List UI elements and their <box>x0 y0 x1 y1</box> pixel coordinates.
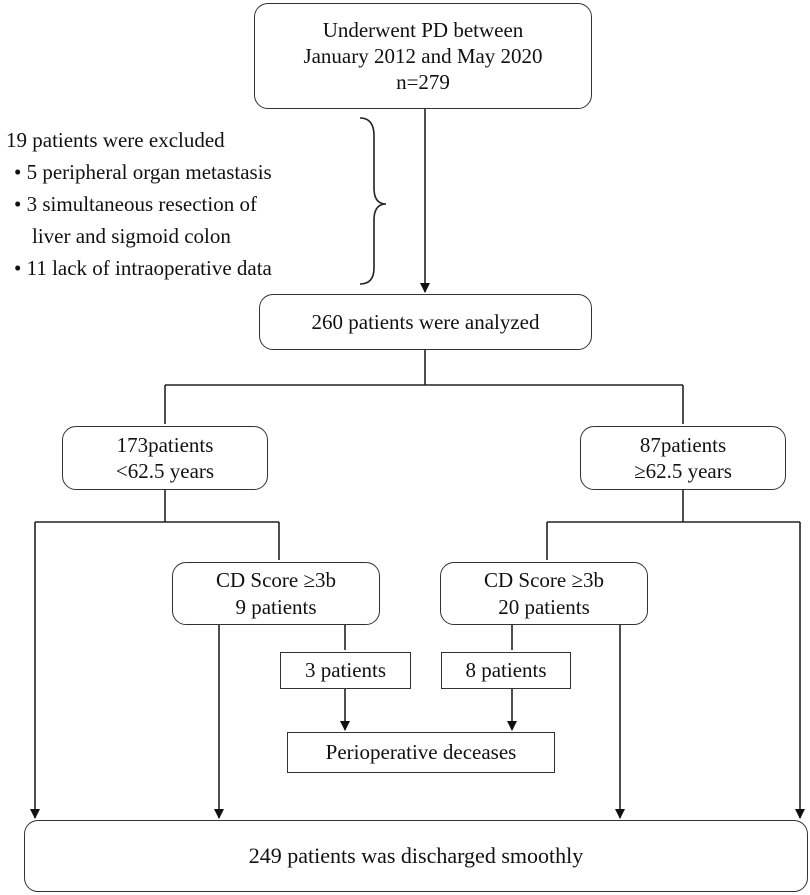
cd-young-line-1: CD Score ≥3b <box>215 568 336 593</box>
deaths-young-box: 3 patients <box>280 652 411 689</box>
start-line-3: n=279 <box>396 70 450 95</box>
deaths-young-label: 3 patients <box>304 658 387 683</box>
start-line-2: January 2012 and May 2020 <box>303 43 543 68</box>
discharged-label: 249 patients was discharged smoothly <box>248 843 584 869</box>
cd-young-box: CD Score ≥3b 9 patients <box>172 562 380 625</box>
discharged-box: 249 patients was discharged smoothly <box>24 820 808 892</box>
deceases-box: Perioperative deceases <box>287 732 555 773</box>
old-line-2: ≥62.5 years <box>634 459 732 483</box>
analyzed-box: 260 patients were analyzed <box>259 294 592 350</box>
exclusion-list: 19 patients were excluded • 5 peripheral… <box>6 124 351 284</box>
old-line-1: 87patients <box>639 432 727 457</box>
cd-young-line-2: 9 patients <box>235 594 317 619</box>
cd-old-box: CD Score ≥3b 20 patients <box>440 562 648 625</box>
young-group-box: 173patients <62.5 years <box>62 426 268 490</box>
cd-old-line-2: 20 patients <box>498 594 590 619</box>
exclusion-brace <box>359 117 387 285</box>
young-line-1: 173patients <box>116 432 214 457</box>
exclusion-item: liver and sigmoid colon <box>32 224 231 248</box>
start-box: Underwent PD between January 2012 and Ma… <box>254 3 592 109</box>
young-line-2: <62.5 years <box>115 459 215 483</box>
cd-old-line-1: CD Score ≥3b <box>483 568 604 593</box>
exclusion-item: • 11 lack of intraoperative data <box>14 256 272 280</box>
deceases-label: Perioperative deceases <box>325 740 517 765</box>
exclusion-item: • 5 peripheral organ metastasis <box>14 160 272 184</box>
deaths-old-label: 8 patients <box>465 658 547 683</box>
analyzed-label: 260 patients were analyzed <box>311 309 540 334</box>
exclusion-item: • 3 simultaneous resection of <box>14 192 257 216</box>
old-group-box: 87patients ≥62.5 years <box>580 426 786 490</box>
deaths-old-box: 8 patients <box>441 652 571 689</box>
start-line-1: Underwent PD between <box>322 17 524 42</box>
exclusion-header: 19 patients were excluded <box>6 128 225 152</box>
